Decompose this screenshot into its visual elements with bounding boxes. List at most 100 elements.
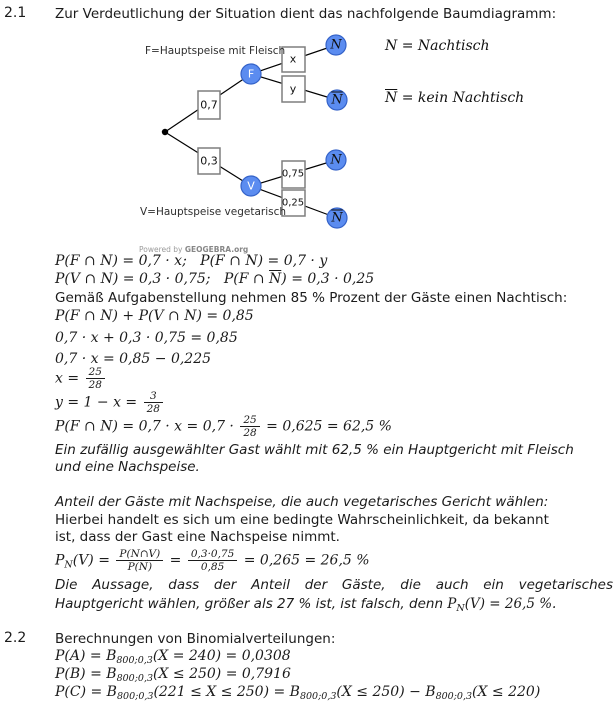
fraction-numerator: P(N∩V) [119, 548, 161, 560]
fraction-numerator: 25 [243, 414, 257, 426]
fraction-numerator: 0,3·0,75 [190, 548, 235, 560]
tree-diagram: F=Hauptspeise mit Fleisch V=Hauptspeise … [0, 30, 613, 255]
formula-line-9-pre: P(F ∩ N) = 0,7 · x = 0,7 · [55, 418, 239, 435]
conclusion-1-line-2: und eine Nachspeise. [55, 459, 200, 475]
binomial-c-seg3: (X ≤ 250) − B [336, 684, 436, 700]
node-vnbar-circle [326, 207, 348, 229]
prob-box-vnbar [281, 189, 306, 217]
legend-n-symbol: N [385, 38, 398, 54]
p-argument: (V) = [72, 552, 115, 569]
p-subscript-n: N [64, 559, 73, 571]
fraction-numerator: 3 [149, 390, 157, 402]
legend-nbar-text: = kein Nachtisch [397, 90, 525, 106]
formula-line-8-pre: y = 1 − x = [55, 394, 142, 411]
conclusion-2-line-2: Hauptgericht wählen, größer als 27 % ist… [55, 595, 556, 618]
conditional-text-line-2: ist, dass der Gast eine Nachspeise nimmt… [55, 529, 340, 545]
statement-85-percent: Gemäß Aufgabenstellung nehmen 85 % Proze… [55, 290, 568, 306]
formula-line-4: P(F ∩ N) + P(V ∩ N) = 0,85 [55, 308, 254, 324]
binomial-a-pre: P(A) = B [55, 648, 117, 664]
binomial-c-seg4: (X ≤ 220) [472, 684, 541, 700]
section-2-2-title: Berechnungen von Binomialverteilungen: [55, 631, 336, 647]
binomial-c-subscript-2: 800;0,3 [299, 691, 337, 702]
node-fnbar-label: N [331, 92, 343, 108]
conclusion-2-line-1: Die Aussage, dass der Anteil der Gäste, … [55, 577, 613, 593]
binomial-line-a: P(A) = B800;0,3(X = 240) = 0,0308 [55, 647, 291, 670]
conditional-text-line-1: Hierbei handelt es sich um eine bedingte… [55, 512, 549, 528]
p-symbol: P [55, 552, 65, 569]
node-v-circle [240, 175, 262, 197]
fraction-denominator: 0,85 [187, 560, 238, 573]
tree-diagram-canvas [161, 34, 348, 229]
prob-label-vn: 0,75 [281, 168, 305, 180]
prob-label-fnbar: y [289, 82, 297, 96]
conclusion-2-text: Hauptgericht wählen, größer als 27 % ist… [55, 596, 448, 612]
conditional-heading: Anteil der Gäste mit Nachspeise, die auc… [55, 494, 549, 510]
formula-line-2: P(V ∩ N) = 0,3 · 0,75; P(F ∩ N) = 0,3 · … [55, 270, 374, 288]
binomial-b-post: (X ≤ 250) = 0,7916 [153, 666, 291, 682]
node-f-circle [240, 63, 262, 85]
legend-nbar: N = kein Nachtisch [385, 90, 524, 106]
root-node [161, 128, 169, 136]
conclusion-1-line-1: Ein zufällig ausgewählter Gast wählt mit… [55, 442, 574, 458]
binomial-c-seg1: P(C) = B [55, 684, 117, 700]
binomial-b-pre: P(B) = B [55, 666, 117, 682]
node-fn-label: N [330, 37, 342, 53]
node-vn-label: N [330, 152, 342, 168]
branch-label-v: V=Hauptspeise vegetarisch [140, 206, 287, 218]
formula-line-7-pre: x = [55, 370, 84, 387]
binomial-line-b: P(B) = B800;0,3(X ≤ 250) = 0,7916 [55, 665, 291, 688]
node-vn-circle [325, 149, 347, 171]
section-2-1-title: Zur Verdeutlichung der Situation dient d… [55, 6, 557, 22]
binomial-a-subscript: 800;0,3 [116, 655, 153, 666]
fraction-denominator: P(N) [116, 560, 164, 573]
formula-line-5: 0,7 · x + 0,3 · 0,75 = 0,85 [55, 330, 238, 346]
branch-label-f: F=Hauptspeise mit Fleisch [145, 45, 286, 57]
prob-box-f [197, 90, 221, 120]
formula-line-6: 0,7 · x = 0,85 − 0,225 [55, 351, 212, 367]
node-fn-circle [325, 34, 347, 56]
prob-box-fn [281, 46, 306, 73]
prob-label-vnbar: 0,25 [281, 197, 305, 209]
fraction-pnv-pn: P(N∩V)P(N) [116, 548, 164, 573]
formula-line-9-post: = 0,625 = 62,5 % [261, 418, 392, 435]
prob-label-fn: x [289, 52, 297, 66]
prob-label-v: 0,3 [200, 154, 218, 168]
prob-box-vn [281, 160, 306, 189]
formula-line-1: P(F ∩ N) = 0,7 · x; P(F ∩ N) = 0,7 · y [55, 253, 328, 269]
legend-n-text: = Nachtisch [397, 38, 490, 54]
conditional-result: = 0,265 = 26,5 % [239, 552, 370, 569]
formula-line-2-pre: P(V ∩ N) = 0,3 · 0,75; P(F ∩ [55, 271, 270, 287]
conclusion-2-result: (V) = 26,5 %. [464, 596, 557, 612]
node-f-label: F [247, 67, 255, 81]
prob-box-fnbar [281, 75, 306, 103]
node-v-label: V [247, 179, 255, 193]
node-fnbar-circle [326, 89, 348, 111]
p-subscript-n: N [456, 603, 465, 614]
section-2-2-number: 2.2 [4, 630, 27, 646]
binomial-line-c: P(C) = B800;0,3(221 ≤ X ≤ 250) = B800;0,… [55, 683, 540, 705]
geogebra-brand: GEOGEBRA.org [184, 245, 249, 254]
legend-nbar-symbol: N [385, 90, 398, 106]
fraction-numerator: 25 [88, 366, 102, 378]
prob-label-f: 0,7 [200, 98, 218, 112]
p-symbol: P [447, 596, 457, 612]
legend-n: N = Nachtisch [385, 38, 489, 54]
fraction-denominator: 28 [85, 378, 105, 391]
powered-by-prefix: Powered by [139, 245, 185, 254]
powered-by-credit: Powered by GEOGEBRA.org [139, 245, 248, 254]
formula-line-2-post: ) = 0,3 · 0,25 [281, 271, 375, 287]
prob-box-v [197, 147, 221, 175]
binomial-c-subscript-3: 800;0,3 [435, 691, 473, 702]
fraction-denominator: 28 [143, 402, 163, 415]
binomial-c-subscript-1: 800;0,3 [116, 691, 154, 702]
binomial-c-seg2: (221 ≤ X ≤ 250) = B [153, 684, 300, 700]
